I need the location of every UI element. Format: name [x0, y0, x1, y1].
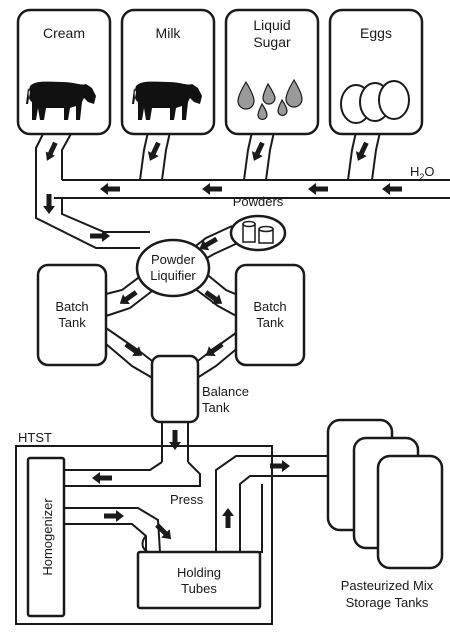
- batch-tank-left: [36, 263, 108, 367]
- supply-pipe: [54, 179, 450, 199]
- powder-bin: [229, 214, 287, 252]
- flow-arrow-icon: [199, 236, 218, 251]
- flow-arrow-icon: [270, 460, 290, 472]
- flow-arrow-icon: [147, 141, 161, 161]
- storage-label-line1: Pasteurized Mix: [341, 578, 434, 593]
- cream-label: Cream: [43, 25, 85, 41]
- flow-arrow-icon: [92, 472, 112, 484]
- flow-arrow-icon: [251, 141, 265, 161]
- flow-arrow-icon: [169, 430, 181, 450]
- flow-arrow-icon: [45, 141, 58, 161]
- cow-icon: [132, 81, 202, 120]
- flow-arrow-icon: [100, 183, 120, 195]
- cow-icon: [26, 81, 96, 120]
- balance-tank-label-line2: Tank: [202, 400, 230, 415]
- press-label: Press: [170, 492, 204, 507]
- balance-tank: [150, 354, 200, 424]
- batch-tank-right-label-line1: Batch: [253, 299, 286, 314]
- powder-cans-icon: [242, 220, 274, 244]
- powder-liquifier-label-line1: Powder: [151, 252, 196, 267]
- batch-tank-right-label-line2: Tank: [256, 315, 284, 330]
- flow-arrow-icon: [355, 141, 369, 161]
- flow-arrow-icon: [155, 523, 172, 540]
- flow-arrow-icon: [104, 510, 124, 522]
- eggs-label: Eggs: [360, 25, 392, 41]
- flow-arrow-icon: [204, 290, 223, 305]
- flow-arrow-icon: [90, 230, 110, 242]
- flow-arrow-icon: [124, 342, 143, 357]
- homogenizer: [26, 456, 66, 618]
- flow-arrow-icon: [202, 183, 222, 195]
- flow-arrow-icon: [205, 342, 224, 357]
- ingredient-downpipes: [35, 131, 381, 249]
- holding-tubes: [136, 550, 262, 610]
- flow-arrow-icon: [308, 183, 328, 195]
- htst-frame: [15, 445, 273, 625]
- milk-label: Milk: [156, 25, 182, 41]
- holding-tubes-label-line1: Holding: [177, 565, 221, 580]
- flow-arrow-icon: [222, 508, 234, 528]
- holding-tubes-label-line2: Tubes: [181, 581, 217, 596]
- eggs-icon: [340, 80, 410, 124]
- water-label: H2O: [410, 164, 435, 182]
- flow-arrow-icon: [119, 290, 138, 305]
- powder-liquifier-label-line2: Liquifier: [150, 268, 196, 283]
- powder-liquifier: [135, 238, 211, 298]
- sugar-drops-icon: [237, 78, 303, 121]
- balance-to-htst-pipe: [161, 420, 189, 462]
- batch-tank-right: [234, 263, 306, 367]
- homogenizer-label: Homogenizer: [40, 498, 55, 576]
- flow-arrow-icon: [382, 183, 402, 195]
- liquid-sugar-label-line2: Sugar: [253, 34, 291, 50]
- batch-tank-left-label-line1: Batch: [55, 299, 88, 314]
- batch-tank-left-label-line2: Tank: [58, 315, 86, 330]
- balance-tank-label-line1: Balance: [202, 384, 249, 399]
- storage-label-line2: Storage Tanks: [346, 595, 429, 610]
- storage-tank-front: [376, 454, 444, 570]
- liquid-sugar-label-line1: Liquid: [253, 17, 290, 33]
- flow-arrow-icon: [43, 194, 55, 214]
- powders-label: Powders: [233, 194, 284, 209]
- htst-label: HTST: [18, 430, 52, 445]
- flow-arrows: [43, 141, 402, 540]
